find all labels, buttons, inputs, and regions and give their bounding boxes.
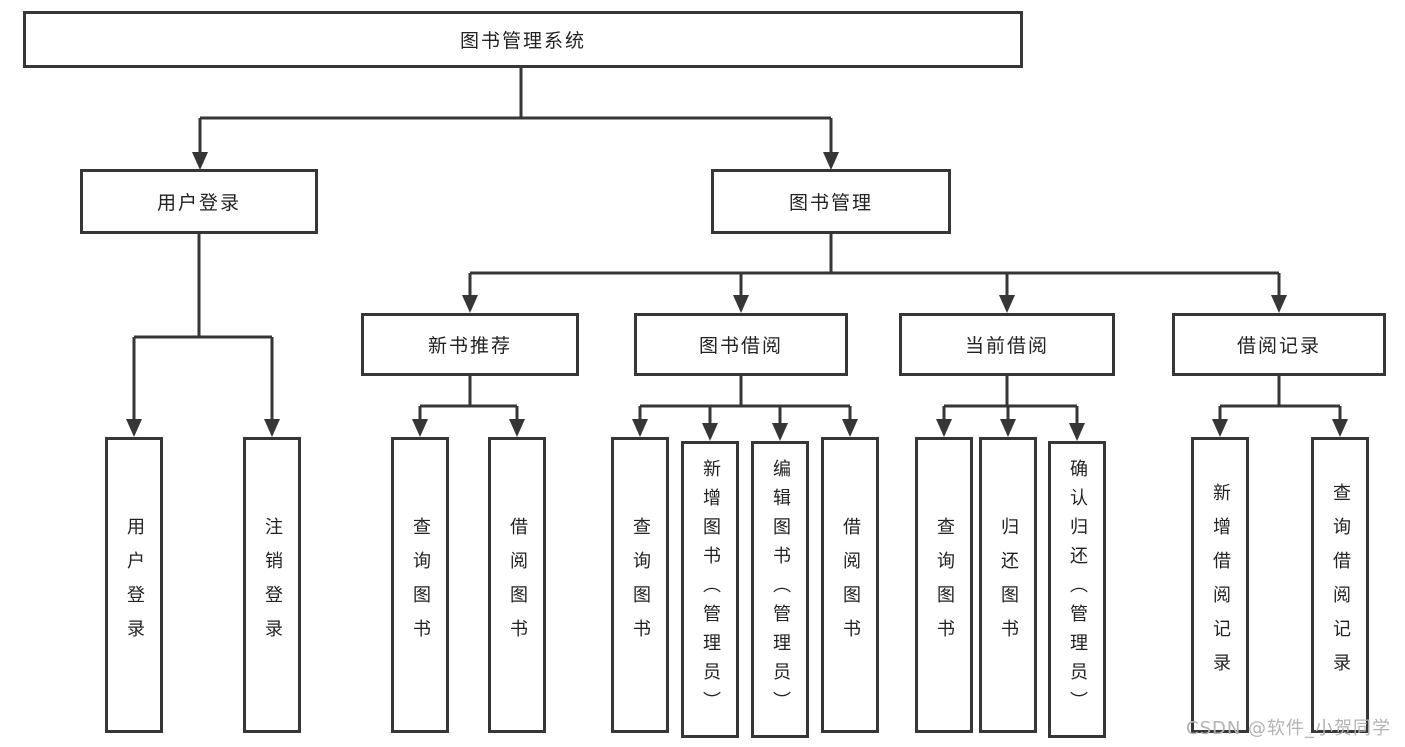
node-leaf-borrow-books: 借阅图书 bbox=[821, 437, 879, 733]
node-library-management-system: 图书管理系统 bbox=[23, 11, 1023, 68]
node-leaf-query-borrow-record: 查询借阅记录 bbox=[1311, 437, 1369, 733]
node-leaf-user-login: 用户登录 bbox=[105, 437, 163, 733]
node-leaf-logout: 注销登录 bbox=[243, 437, 301, 733]
node-leaf-query-books-borrow: 查询图书 bbox=[611, 437, 669, 733]
node-leaf-add-book-admin: 新增图书（管理员） bbox=[681, 441, 739, 738]
node-user-login: 用户登录 bbox=[80, 169, 318, 234]
node-current-borrow: 当前借阅 bbox=[899, 313, 1115, 376]
node-leaf-query-books-recommend: 查询图书 bbox=[391, 437, 449, 733]
node-leaf-return-book: 归还图书 bbox=[979, 437, 1037, 733]
watermark: CSDN @软件_小贺同学 bbox=[1186, 718, 1392, 739]
node-leaf-query-books-current: 查询图书 bbox=[915, 437, 973, 733]
node-leaf-add-borrow-record: 新增借阅记录 bbox=[1191, 437, 1249, 733]
node-borrow-records: 借阅记录 bbox=[1172, 313, 1386, 376]
node-new-book-recommend: 新书推荐 bbox=[361, 313, 579, 376]
node-book-borrow: 图书借阅 bbox=[634, 313, 848, 376]
node-leaf-confirm-return-admin: 确认归还（管理员） bbox=[1048, 441, 1106, 738]
node-book-management: 图书管理 bbox=[711, 169, 951, 234]
node-leaf-borrow-books-recommend: 借阅图书 bbox=[488, 437, 546, 733]
node-leaf-edit-book-admin: 编辑图书（管理员） bbox=[751, 441, 809, 738]
arrowheads bbox=[126, 152, 1348, 441]
